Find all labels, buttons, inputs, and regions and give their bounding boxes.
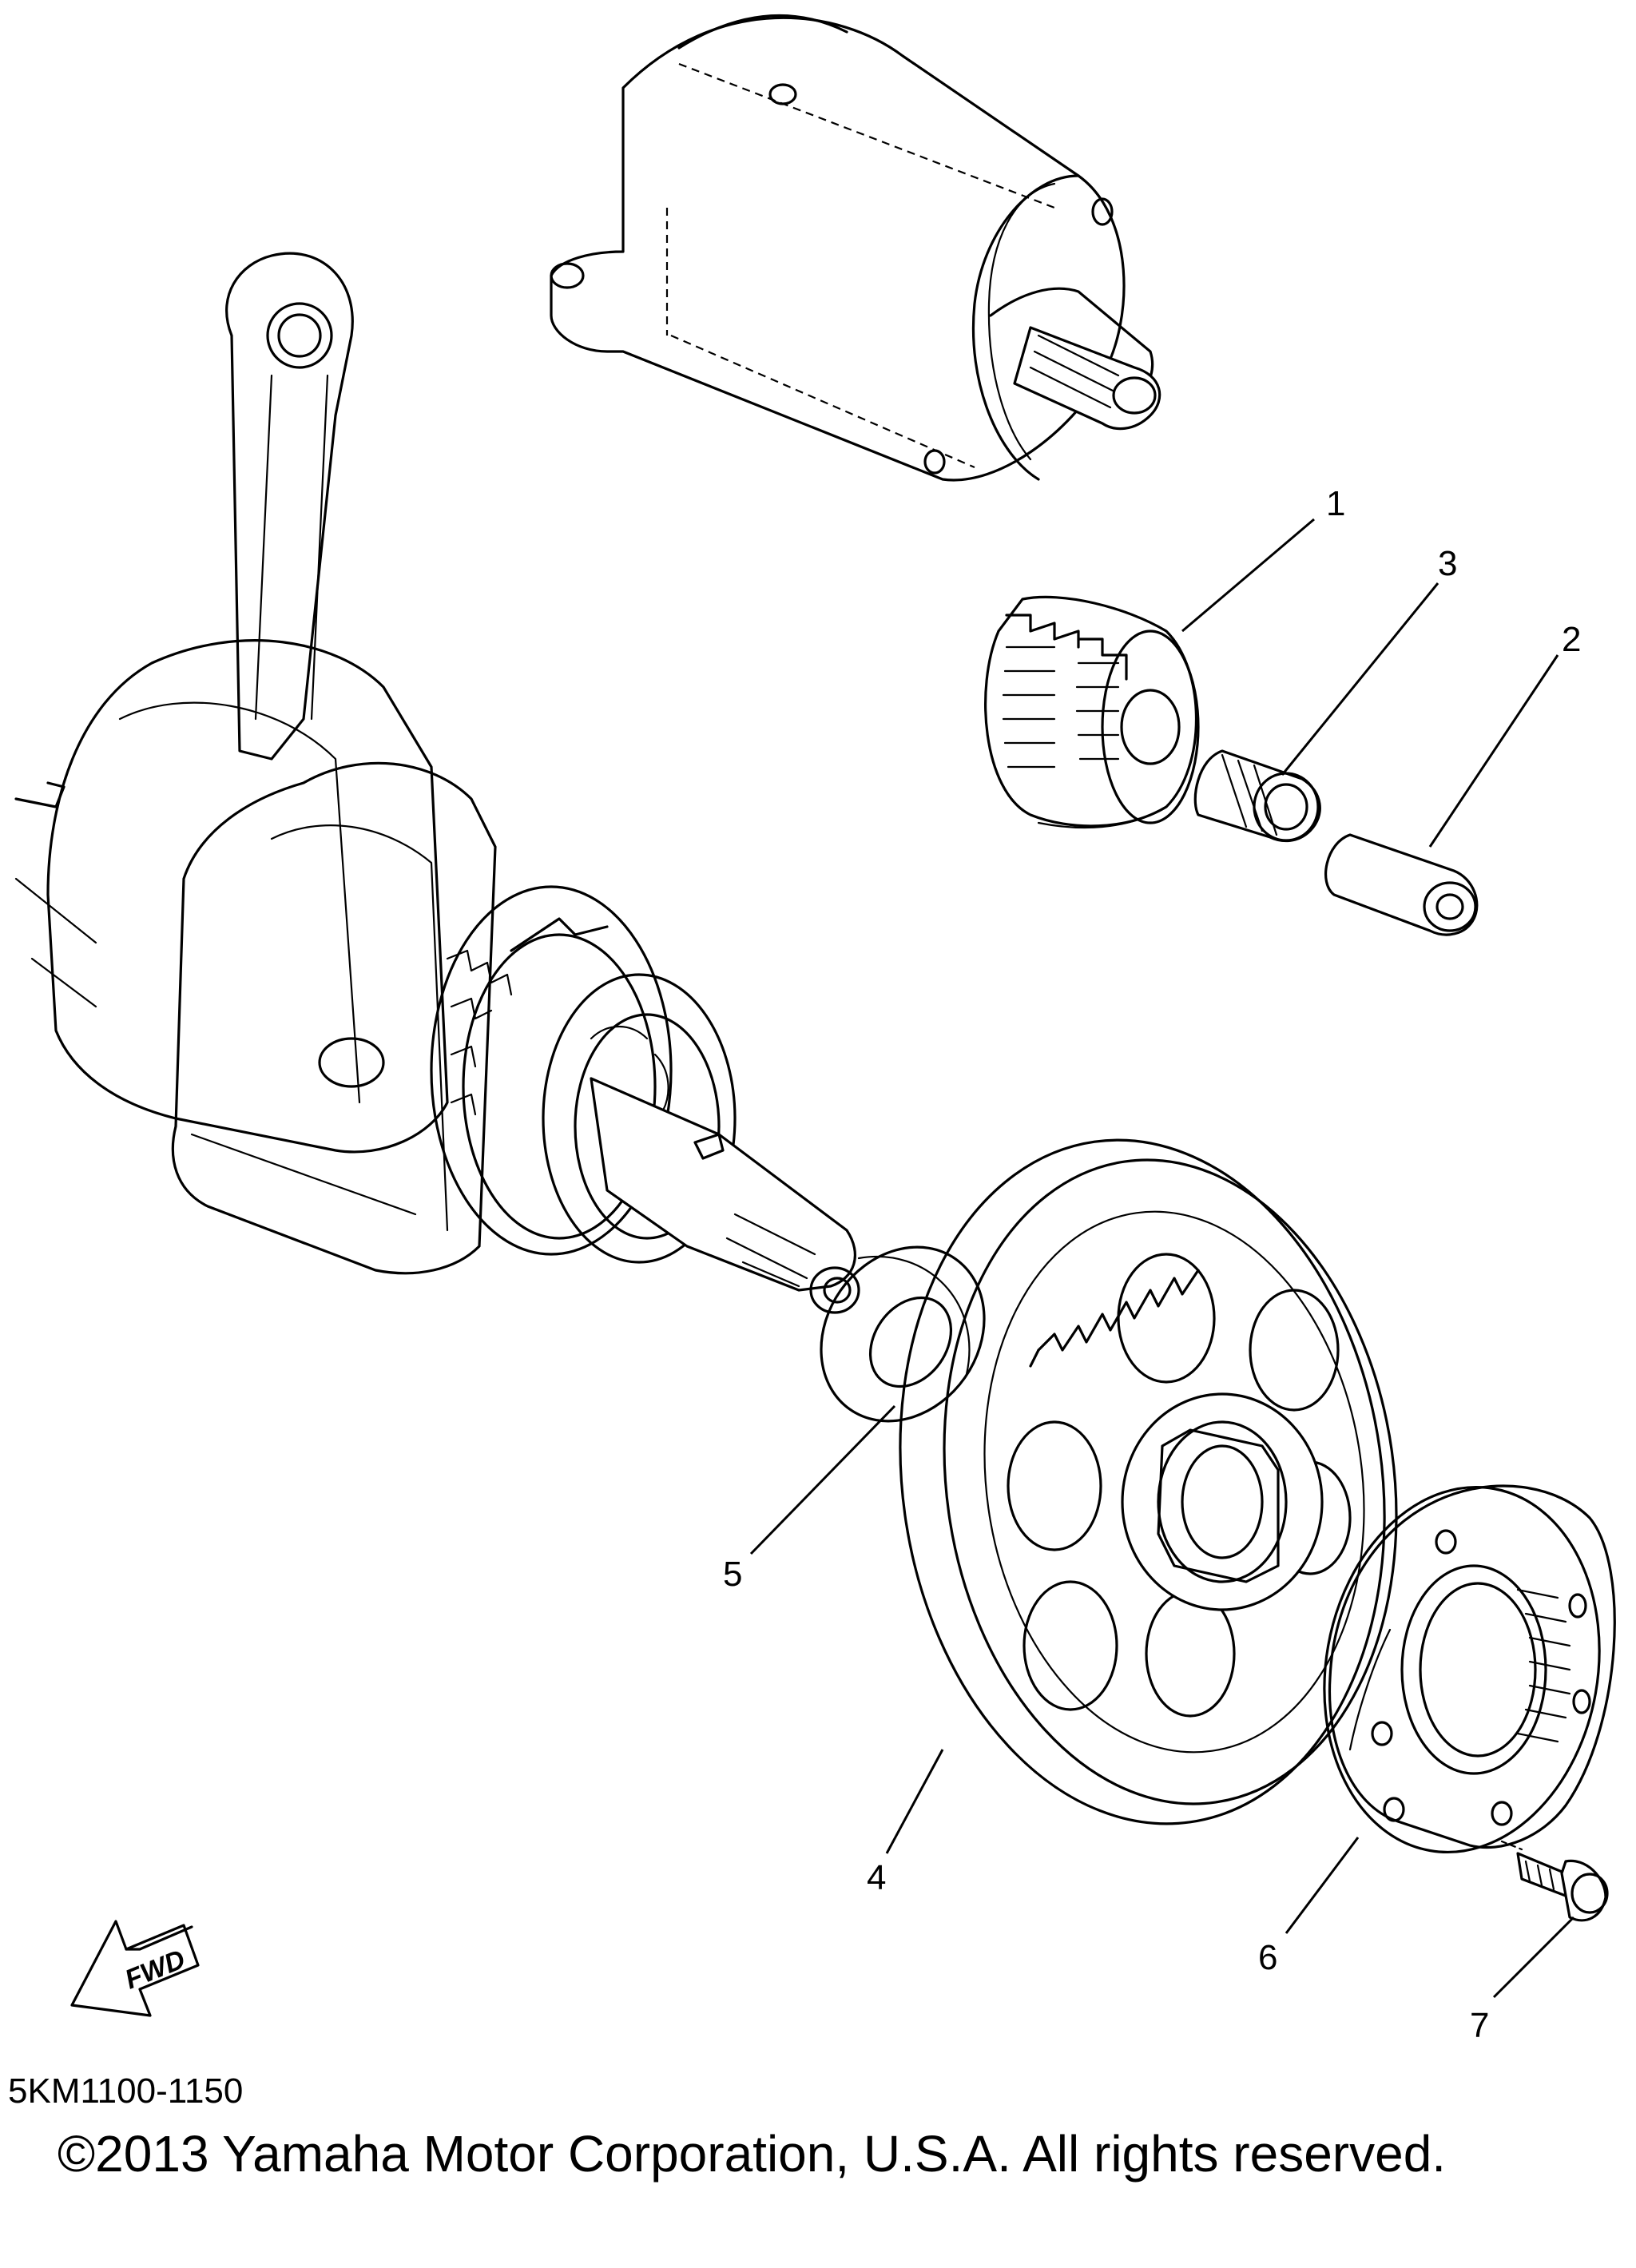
part-2-shaft [1324, 833, 1479, 936]
callout-5: 5 [723, 1555, 742, 1594]
leader-lines [749, 518, 1575, 1999]
copyright-notice: ©2013 Yamaha Motor Corporation, U.S.A. A… [58, 2125, 1447, 2183]
part-4-starter-wheel-gear [899, 1138, 1398, 1825]
fwd-arrow-icon: FWD [70, 1920, 200, 2017]
part-3-bearing [1193, 749, 1321, 843]
callout-4: 4 [867, 1858, 886, 1897]
callout-1: 1 [1326, 484, 1345, 523]
part-7-bolt [1500, 1840, 1609, 1922]
callout-7: 7 [1470, 2006, 1489, 2045]
callout-3: 3 [1438, 544, 1457, 583]
starter-motor [550, 14, 1161, 482]
crankshaft-assembly [14, 252, 860, 1314]
callouts: 1 2 3 4 5 6 7 [723, 484, 1581, 2045]
part-5-washer [820, 1245, 986, 1423]
callout-2: 2 [1562, 620, 1581, 659]
diagram-code: 5KM1100-1150 [8, 2071, 244, 2111]
callout-6: 6 [1258, 1938, 1277, 1977]
part-1-idler-gear [984, 595, 1200, 829]
part-6-one-way-clutch [1323, 1484, 1616, 1854]
